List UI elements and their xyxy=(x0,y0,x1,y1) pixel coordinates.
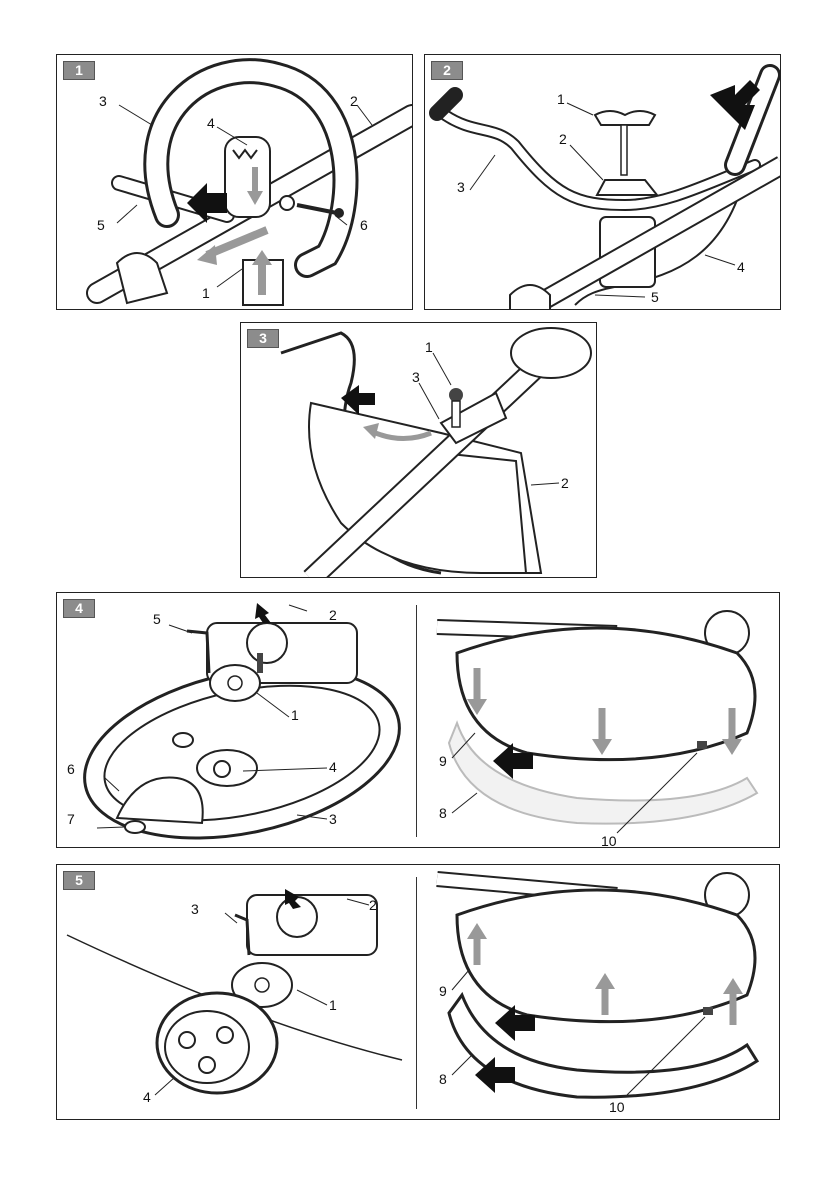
label-3: 3 xyxy=(99,93,107,109)
label-4: 4 xyxy=(207,115,215,131)
label-5: 5 xyxy=(153,611,161,627)
figure-1-illustration xyxy=(57,55,413,310)
label-1: 1 xyxy=(329,997,337,1013)
label-2: 2 xyxy=(329,607,337,623)
label-4: 4 xyxy=(737,259,745,275)
label-9: 9 xyxy=(439,983,447,999)
label-9: 9 xyxy=(439,753,447,769)
figure-5: 5 xyxy=(56,864,780,1120)
label-2: 2 xyxy=(350,93,358,109)
label-10: 10 xyxy=(601,833,617,848)
figure-2-illustration xyxy=(425,55,781,310)
label-8: 8 xyxy=(439,805,447,821)
label-4: 4 xyxy=(143,1089,151,1105)
label-1: 1 xyxy=(425,339,433,355)
label-10: 10 xyxy=(609,1099,625,1115)
label-2: 2 xyxy=(369,897,377,913)
label-1: 1 xyxy=(557,91,565,107)
figure-4: 4 xyxy=(56,592,780,848)
figure-2: 2 1 2 3 4 5 xyxy=(424,54,781,310)
label-1: 1 xyxy=(202,285,210,301)
figure-1: 1 3 2 4 xyxy=(56,54,413,310)
label-7: 7 xyxy=(67,811,75,827)
label-3: 3 xyxy=(191,901,199,917)
label-5: 5 xyxy=(651,289,659,305)
figure-3: 3 1 3 2 xyxy=(240,322,597,578)
label-6: 6 xyxy=(67,761,75,777)
label-1: 1 xyxy=(291,707,299,723)
label-3: 3 xyxy=(412,369,420,385)
label-8: 8 xyxy=(439,1071,447,1087)
label-5: 5 xyxy=(97,217,105,233)
figure-3-illustration xyxy=(241,323,597,578)
figure-4-illustration xyxy=(57,593,780,848)
label-2: 2 xyxy=(561,475,569,491)
label-4: 4 xyxy=(329,759,337,775)
label-6: 6 xyxy=(360,217,368,233)
label-2: 2 xyxy=(559,131,567,147)
label-3: 3 xyxy=(457,179,465,195)
label-3: 3 xyxy=(329,811,337,827)
figure-5-illustration xyxy=(57,865,780,1120)
